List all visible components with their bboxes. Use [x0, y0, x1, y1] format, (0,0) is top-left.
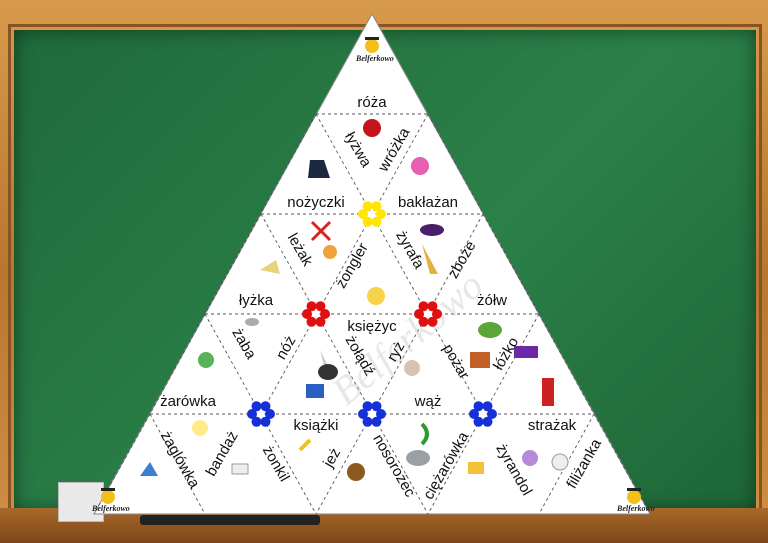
frog-icon — [198, 352, 214, 368]
logo-text-left: Belferkowo — [91, 504, 130, 513]
puzzle-triangle — [93, 12, 651, 515]
logo-left: Belferkowo — [91, 488, 130, 513]
flower-red-right-icon — [414, 301, 442, 327]
rhino-icon — [406, 450, 430, 466]
word-zolw: żółw — [477, 292, 507, 309]
daffodil-icon — [298, 438, 312, 452]
bed-icon — [514, 346, 538, 358]
word-baklazan: bakłażan — [398, 194, 458, 211]
skate-icon — [308, 160, 330, 178]
turtle-icon — [478, 322, 502, 338]
chalk-box — [58, 482, 104, 522]
logo-text-right: Belferkowo — [616, 504, 655, 513]
moon-icon — [367, 287, 385, 305]
word-roza: róża — [357, 94, 387, 111]
logo-right: Belferkowo — [616, 488, 655, 513]
flower-blue-right-icon — [469, 401, 497, 427]
rice-bowl-icon — [404, 360, 420, 376]
flower-yellow-icon — [358, 201, 386, 227]
word-ksiezyc: księżyc — [347, 318, 397, 335]
scissors-icon — [310, 220, 332, 242]
giraffe-icon — [422, 244, 438, 274]
deckchair-icon — [260, 260, 280, 274]
flower-blue-center-icon — [358, 401, 386, 427]
fire-icon — [470, 352, 490, 368]
hedgehog-icon — [347, 463, 365, 481]
word-strazak: strażak — [528, 417, 577, 434]
bandage-icon — [231, 463, 249, 475]
fairy-icon — [411, 157, 429, 175]
eggplant-icon — [420, 224, 444, 236]
word-ksiazki: książki — [293, 417, 338, 434]
word-zarowka: żarówka — [160, 393, 217, 410]
spoon-icon — [245, 318, 259, 326]
flowers — [247, 201, 497, 427]
flower-red-left-icon — [302, 301, 330, 327]
sailboat-icon — [140, 462, 158, 476]
lightbulb-icon — [192, 420, 208, 436]
cup-icon — [551, 453, 569, 471]
acorn-icon — [318, 364, 338, 380]
word-waz: wąż — [414, 393, 442, 410]
chandelier-icon — [522, 450, 538, 466]
logo-top: Belferkowo — [355, 37, 394, 63]
word-lyzka: łyżka — [239, 292, 274, 309]
logo-text-top: Belferkowo — [355, 54, 394, 63]
flower-blue-left-icon — [247, 401, 275, 427]
firefighter-icon — [542, 378, 554, 406]
books-icon — [306, 384, 324, 398]
pictures — [140, 119, 569, 481]
word-nozyczki: nożyczki — [287, 194, 345, 211]
truck-icon — [468, 462, 484, 474]
eraser — [140, 515, 320, 525]
juggler-icon — [323, 245, 337, 259]
rose-icon — [363, 119, 381, 137]
snake-icon — [420, 422, 429, 446]
